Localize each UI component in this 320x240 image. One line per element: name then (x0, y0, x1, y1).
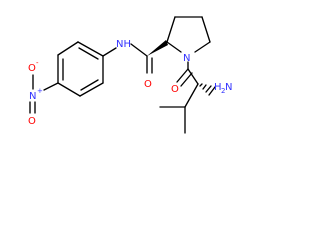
nitro-o-top-charge: - (36, 59, 39, 67)
ring-bond (57, 41, 79, 56)
bond-ketone-o (176, 68, 189, 83)
amide-o-label: O (144, 79, 152, 90)
hash-segment (199, 83, 203, 87)
nitro-o-bottom-label: O (28, 116, 36, 127)
bond-ketone-chain (187, 68, 199, 85)
amine-subscript-label: 2 (221, 87, 225, 95)
stereo-hash-bond (199, 83, 216, 96)
ring-bond (166, 16, 176, 43)
bond-alpha-ch (184, 83, 199, 108)
ring-double-bond (80, 79, 99, 91)
stereo-wedge-bond (147, 40, 168, 56)
hash-segment (205, 85, 212, 93)
molecule-svg: NH N O O H 2 N O - N + O (28, 16, 232, 134)
nitro-o-top-label: O (28, 63, 36, 74)
molecule-structure: NH N O O H 2 N O - N + O (28, 16, 232, 134)
amine-h-label: H (214, 82, 222, 93)
ring-bond (201, 16, 211, 43)
ring-bond (57, 82, 81, 97)
hash-segment (202, 84, 207, 90)
amide-nh-label: NH (116, 39, 131, 50)
amine-n-label: N (225, 82, 232, 93)
ketone-o-label: O (171, 84, 179, 95)
ring-bond (79, 82, 104, 97)
ring-bond (194, 41, 211, 53)
ring-bond (166, 41, 182, 53)
pyrrolidine-n-label: N (183, 53, 190, 64)
ring-double-bond (78, 47, 99, 60)
ring-bond (77, 41, 104, 57)
nitro-n-charge: + (37, 87, 43, 95)
pyrrolidine-ring (166, 16, 211, 53)
bond-nh-carbonyl (130, 43, 148, 57)
nitro-n-label: N (29, 91, 36, 102)
bond-ring-nh (102, 47, 117, 57)
bond-ketone-o-double (180, 72, 193, 87)
hash-segment (208, 86, 216, 96)
benzene-ring (57, 41, 104, 97)
bond-ring-nitro (43, 82, 59, 91)
